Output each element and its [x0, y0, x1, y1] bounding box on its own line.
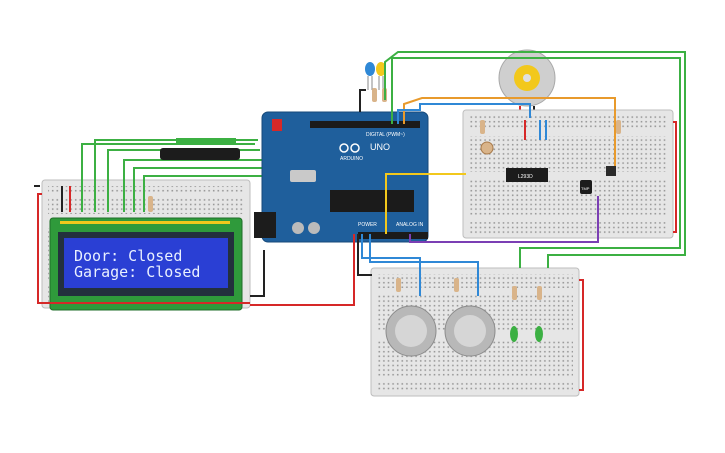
arduino-brand: ARDUINO: [340, 156, 363, 162]
led-yellow-icon[interactable]: [376, 62, 386, 90]
arduino-logo-icon: [339, 143, 360, 153]
arduino-model: UNO: [370, 142, 390, 152]
arduino-analog-label: ANALOG IN: [396, 222, 424, 228]
arduino-digital-label: DIGITAL (PWM~): [366, 132, 405, 138]
cable-connector: [160, 138, 240, 160]
led-green-icon[interactable]: [510, 326, 543, 342]
motor-icon[interactable]: [498, 49, 556, 118]
lcd-line-2: Garage: Closed: [74, 263, 200, 281]
connection-wires: [250, 51, 686, 391]
arduino-board[interactable]: UNO ARDUINO DIGITAL (PWM~) POWER ANALOG …: [254, 111, 429, 243]
lcd-line-1: Door: Closed: [74, 247, 182, 265]
l293d-chip: L293D: [506, 168, 548, 182]
bottom-board-resistors: [396, 278, 542, 300]
sensor-label: TMP: [581, 186, 590, 191]
breadboard-right[interactable]: [462, 109, 674, 239]
chip-label: L293D: [518, 174, 533, 180]
pushbutton-icon[interactable]: [606, 166, 616, 176]
lcd-display: Door: Closed Garage: Closed: [49, 217, 243, 311]
led-blue-icon[interactable]: [365, 62, 375, 90]
arduino-power-label: POWER: [358, 222, 377, 228]
photoresistor-icon: [480, 141, 494, 155]
resistor-icon: [148, 196, 153, 212]
temperature-sensor: TMP: [580, 180, 592, 194]
right-board-resistors: [480, 120, 621, 134]
ultrasonic-sensor-icon[interactable]: [385, 305, 496, 357]
